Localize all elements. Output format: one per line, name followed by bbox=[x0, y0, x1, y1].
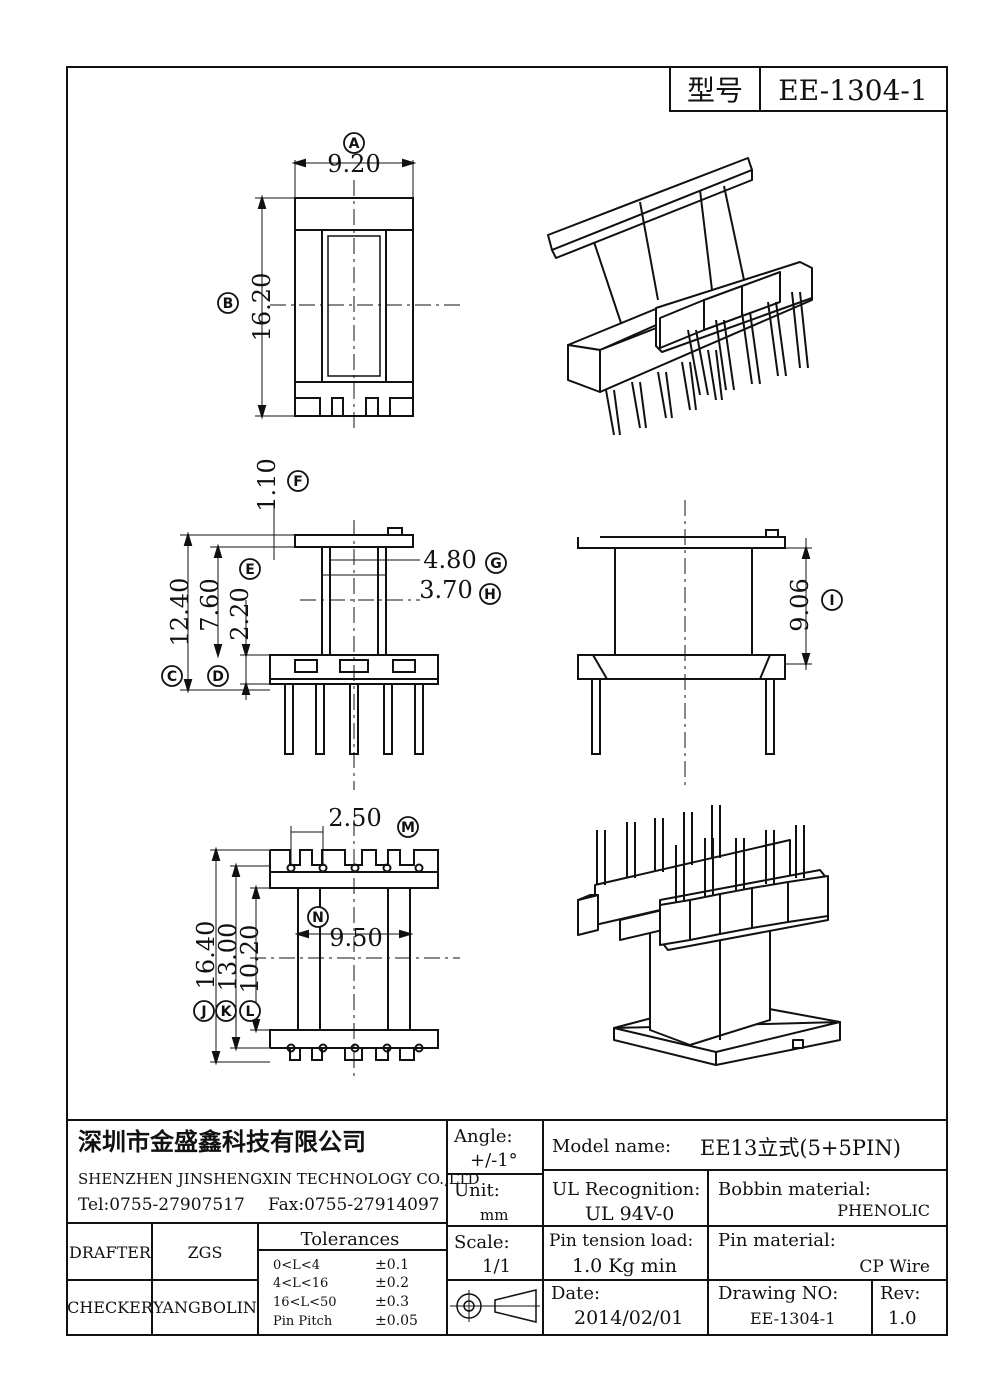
marker-letter: J bbox=[200, 1004, 206, 1020]
tolerance-value: ±0.1 bbox=[375, 1257, 409, 1273]
marker-k: K bbox=[215, 1000, 237, 1022]
bobbin-value: PHENOLIC bbox=[837, 1201, 930, 1220]
pin-tension-label: Pin tension load: bbox=[549, 1231, 693, 1251]
rev-value: 1.0 bbox=[888, 1308, 917, 1329]
angle-value: +/-1° bbox=[470, 1150, 518, 1171]
checker-label: CHECKER bbox=[67, 1298, 154, 1317]
tolerance-value: ±0.3 bbox=[375, 1294, 409, 1310]
dim-i-value: 9.06 bbox=[786, 578, 814, 631]
dim-a-value: 9.20 bbox=[327, 150, 380, 178]
dim-k-value: 13.00 bbox=[214, 923, 242, 992]
dim-e-value: 7.60 bbox=[196, 578, 224, 631]
model-name-value: EE13立式(5+5PIN) bbox=[700, 1136, 901, 1160]
company-tel: Tel:0755-27907517 bbox=[78, 1195, 245, 1215]
marker-h: H bbox=[479, 583, 501, 605]
bottom-view bbox=[210, 820, 460, 1080]
date-value: 2014/02/01 bbox=[574, 1307, 684, 1329]
drawing-no-label: Drawing NO: bbox=[718, 1283, 838, 1304]
bobbin-label: Bobbin material: bbox=[718, 1179, 871, 1200]
tolerance-range: 0<L<4 bbox=[273, 1258, 320, 1273]
dim-c-value: 12.40 bbox=[166, 578, 194, 647]
ul-label: UL Recognition: bbox=[552, 1179, 700, 1200]
drawing-no-value: EE-1304-1 bbox=[750, 1309, 835, 1328]
checker-value: YANGBOLIN bbox=[152, 1298, 257, 1317]
tolerance-value: ±0.05 bbox=[375, 1313, 418, 1329]
ul-value: UL 94V-0 bbox=[585, 1203, 674, 1225]
tolerance-value: ±0.2 bbox=[375, 1275, 409, 1291]
marker-letter: I bbox=[829, 593, 834, 609]
marker-letter: E bbox=[245, 562, 255, 578]
tolerances-title: Tolerances bbox=[301, 1229, 400, 1250]
pin-material-label: Pin material: bbox=[718, 1230, 836, 1251]
marker-m: M bbox=[397, 816, 419, 838]
marker-letter: M bbox=[401, 820, 415, 836]
angle-label: Angle: bbox=[453, 1126, 513, 1147]
pin-material-value: CP Wire bbox=[859, 1257, 930, 1277]
scale-value: 1/1 bbox=[482, 1256, 511, 1277]
company-cn: 深圳市金盛鑫科技有限公司 bbox=[78, 1128, 366, 1156]
sheet-border bbox=[66, 66, 948, 1336]
model-name-label: Model name: bbox=[552, 1136, 671, 1157]
model-box: 型号 EE-1304-1 bbox=[669, 66, 948, 112]
top-view bbox=[255, 158, 460, 430]
drafter-value: ZGS bbox=[188, 1243, 223, 1262]
marker-a: A bbox=[343, 132, 365, 154]
tolerance-range: Pin Pitch bbox=[273, 1314, 333, 1329]
marker-f: F bbox=[287, 470, 309, 492]
marker-j: J bbox=[193, 1000, 215, 1022]
dim-d-value: 2.20 bbox=[226, 587, 254, 640]
iso-view-bottom bbox=[577, 805, 841, 1066]
tolerance-table: 0<L<4 ±0.1 4<L<16 ±0.2 16<L<50 ±0.3 Pin … bbox=[273, 1257, 418, 1329]
dim-n-value: 9.50 bbox=[329, 924, 382, 952]
company-en: SHENZHEN JINSHENGXIN TECHNOLOGY CO.,LTD bbox=[78, 1170, 480, 1188]
marker-e: E bbox=[239, 558, 261, 580]
unit-value: mm bbox=[480, 1206, 508, 1224]
marker-b: B bbox=[217, 292, 239, 314]
rev-label: Rev: bbox=[880, 1283, 920, 1304]
tolerance-range: 16<L<50 bbox=[273, 1295, 337, 1310]
iso-view-top bbox=[547, 157, 813, 436]
dim-l-value: 10.20 bbox=[236, 925, 264, 994]
marker-letter: B bbox=[223, 296, 234, 312]
marker-d: D bbox=[207, 665, 229, 687]
scale-label: Scale: bbox=[454, 1232, 510, 1253]
model-box-label: 型号 bbox=[687, 74, 743, 107]
marker-n: N bbox=[307, 906, 329, 928]
drafter-label: DRAFTER bbox=[69, 1243, 152, 1262]
dim-j-value: 16.40 bbox=[192, 921, 220, 990]
marker-letter: A bbox=[349, 136, 360, 152]
tolerance-range: 4<L<16 bbox=[273, 1276, 328, 1291]
dim-h-value: 3.70 bbox=[419, 576, 472, 604]
side-view bbox=[180, 500, 439, 790]
title-block bbox=[67, 1119, 947, 1335]
unit-label: Unit: bbox=[454, 1180, 500, 1201]
marker-letter: F bbox=[293, 474, 303, 490]
dim-g-value: 4.80 bbox=[423, 546, 476, 574]
dim-f-value: 1.10 bbox=[253, 458, 281, 511]
pin-tension-value: 1.0 Kg min bbox=[572, 1255, 677, 1277]
date-label: Date: bbox=[551, 1283, 600, 1304]
dim-b-value: 16.20 bbox=[248, 273, 276, 342]
dim-m-value: 2.50 bbox=[328, 804, 381, 832]
marker-letter: G bbox=[490, 556, 502, 572]
marker-letter: N bbox=[312, 910, 324, 926]
front-view bbox=[577, 500, 812, 790]
marker-l: L bbox=[239, 1000, 261, 1022]
marker-letter: L bbox=[246, 1004, 255, 1020]
marker-g: G bbox=[485, 552, 507, 574]
marker-letter: C bbox=[167, 669, 177, 685]
company-fax: Fax:0755-27914097 bbox=[268, 1195, 440, 1215]
marker-i: I bbox=[821, 589, 843, 611]
marker-letter: H bbox=[484, 587, 496, 603]
marker-letter: D bbox=[212, 669, 224, 685]
model-box-value: EE-1304-1 bbox=[778, 74, 927, 107]
marker-letter: K bbox=[221, 1004, 233, 1020]
marker-c: C bbox=[161, 665, 183, 687]
